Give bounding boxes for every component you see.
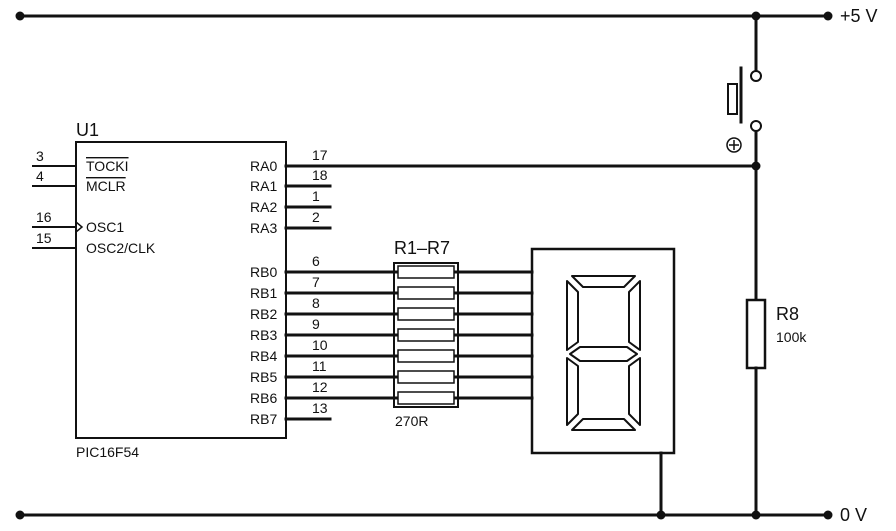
supply-rail-5v xyxy=(15,11,833,21)
clock-input-marker xyxy=(75,221,84,233)
right-pin-name: RB2 xyxy=(250,306,277,322)
right-pin-name: RB3 xyxy=(250,327,277,343)
segment-d xyxy=(571,418,636,431)
right-pin-name: RA3 xyxy=(250,220,277,236)
supply-5v-label: +5 V xyxy=(840,6,878,26)
segment-b xyxy=(628,280,641,351)
ground-rail-0v xyxy=(15,510,833,520)
right-pin-name: RA1 xyxy=(250,178,277,194)
segment-c xyxy=(628,357,641,426)
right-pin-number: 7 xyxy=(312,274,320,290)
resistor-element xyxy=(397,391,455,405)
r8-reference: R8 xyxy=(776,304,799,324)
right-pin-name: RB0 xyxy=(250,264,277,280)
pull-down-resistor xyxy=(745,164,767,517)
push-button-switch xyxy=(726,14,762,168)
r8-value: 100k xyxy=(776,329,807,345)
resistor-array-reference: R1–R7 xyxy=(394,238,450,258)
right-pin-number: 10 xyxy=(312,337,328,353)
right-pin-name: RA2 xyxy=(250,199,277,215)
left-pin-name: MCLR xyxy=(86,178,126,194)
right-pin-name: RA0 xyxy=(250,158,277,174)
left-pin-name: OSC1 xyxy=(86,219,124,235)
ground-0v-label: 0 V xyxy=(840,505,867,525)
right-pin-name: RB5 xyxy=(250,369,277,385)
chip-reference: U1 xyxy=(76,120,99,140)
right-pin-number: 2 xyxy=(312,209,320,225)
left-pin-number: 3 xyxy=(36,148,44,164)
right-pin-name: RB6 xyxy=(250,390,277,406)
right-pin-number: 13 xyxy=(312,400,328,416)
left-pin-name: OSC2/CLK xyxy=(86,240,156,256)
resistor-element xyxy=(397,370,455,384)
resistor-element xyxy=(397,286,455,300)
right-pin-name: RB1 xyxy=(250,285,277,301)
left-pin-name: TOCKI xyxy=(86,158,129,174)
right-pin-number: 12 xyxy=(312,379,328,395)
resistor-element xyxy=(397,349,455,363)
segment-e xyxy=(566,357,579,426)
left-pin-number: 16 xyxy=(36,209,52,225)
seven-segment-display xyxy=(530,247,676,517)
right-pin-number: 9 xyxy=(312,316,320,332)
right-pin-number: 11 xyxy=(312,358,327,374)
right-pin-number: 6 xyxy=(312,253,320,269)
ra0-net xyxy=(284,161,761,171)
microcontroller-body xyxy=(75,141,287,439)
resistor-array xyxy=(392,262,534,408)
right-pin-number: 1 xyxy=(312,188,320,204)
left-pin-number: 15 xyxy=(36,230,52,246)
chip-part-number: PIC16F54 xyxy=(76,444,139,460)
resistor-element xyxy=(397,307,455,321)
resistor-element xyxy=(397,328,455,342)
right-pin-number: 17 xyxy=(312,147,328,163)
right-pin-number: 18 xyxy=(312,167,328,183)
right-pin-number: 8 xyxy=(312,295,320,311)
resistor-element xyxy=(397,265,455,279)
segment-f xyxy=(566,280,579,351)
resistor-array-value: 270R xyxy=(395,413,428,429)
segment-g xyxy=(569,346,638,362)
right-pin-name: RB7 xyxy=(250,411,277,427)
right-pin-name: RB4 xyxy=(250,348,277,364)
segment-a xyxy=(571,275,636,288)
right-pin-group: RA0RA1RA2RA3RB0RB1RB2RB3RB4RB5RB6RB71718… xyxy=(250,147,396,427)
left-pin-number: 4 xyxy=(36,168,44,184)
